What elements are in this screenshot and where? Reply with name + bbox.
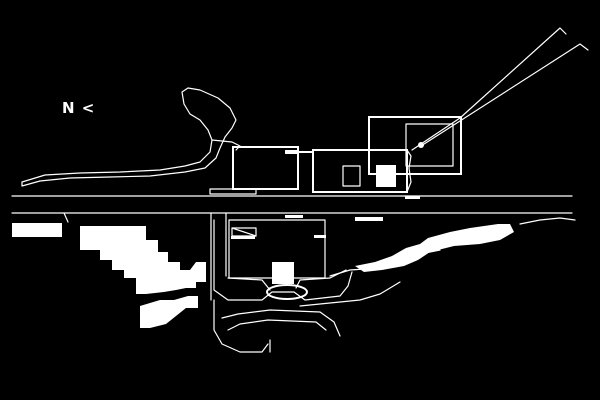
right-buildings [329, 217, 576, 277]
north-arrow-label: N < [62, 99, 96, 117]
loop-road [213, 219, 401, 353]
road-markings [285, 196, 420, 221]
left-buildings [12, 223, 206, 328]
riverbank-path [21, 87, 241, 187]
courtyard-block [228, 219, 326, 284]
main-building [209, 146, 412, 195]
diagonal-road [368, 27, 589, 175]
secondary-lanes [63, 212, 227, 301]
main-road [11, 195, 573, 214]
